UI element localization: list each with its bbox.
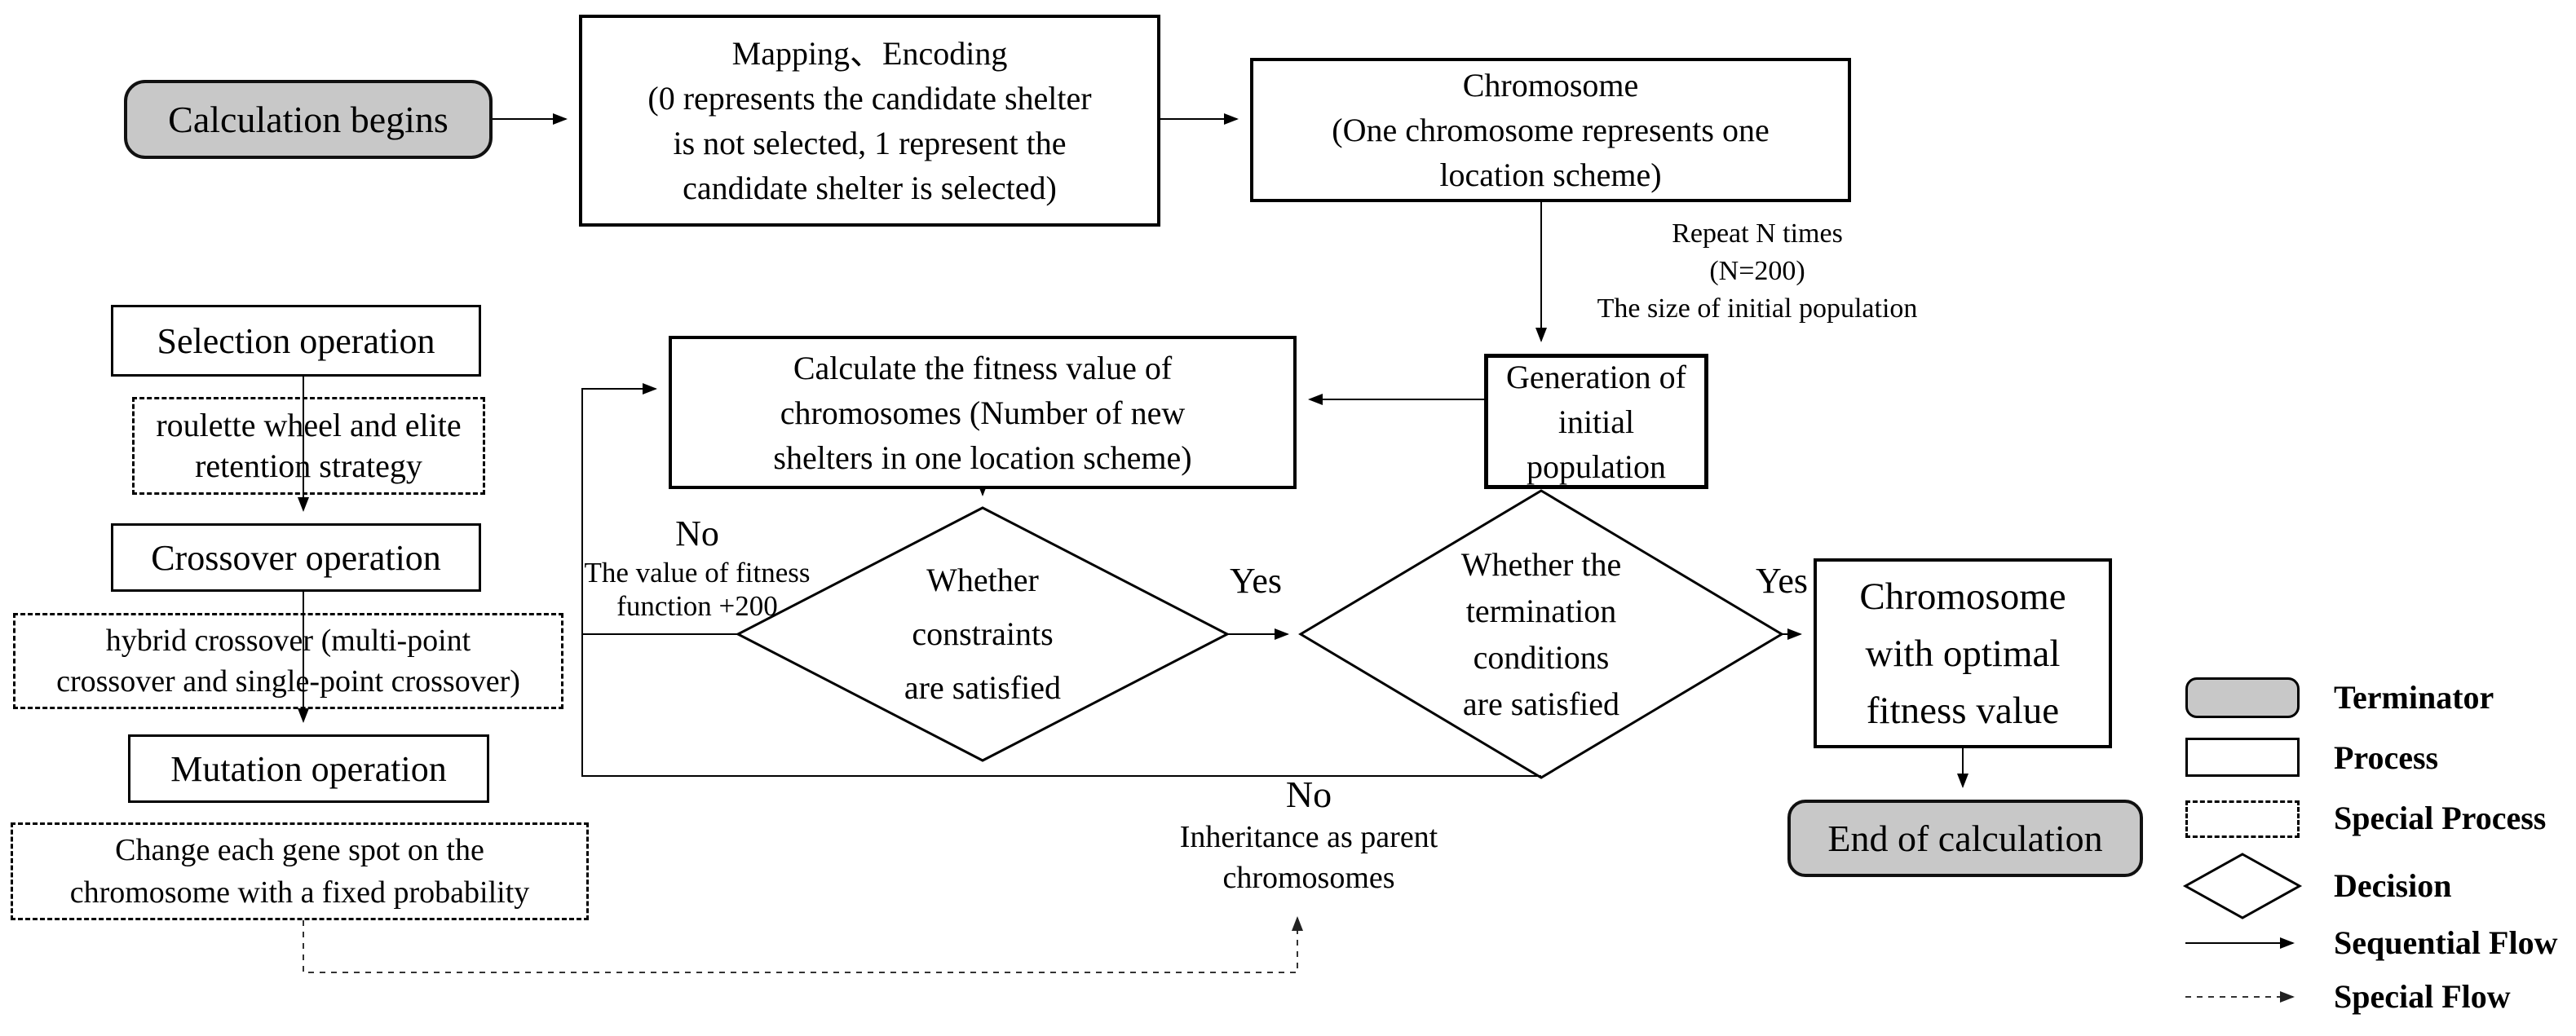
special-process-change-gene: Change each gene spot on the chromosome …	[11, 822, 589, 920]
constraints-line: constraints	[912, 615, 1054, 652]
process-mutation-operation: Mutation operation	[128, 734, 489, 803]
legend-decision-icon	[2182, 853, 2303, 919]
special-process-roulette: roulette wheel and elite retention strat…	[132, 397, 485, 495]
legend-special-process-icon	[2185, 800, 2300, 838]
generation-line: Generation of initial	[1505, 358, 1686, 440]
termination-line: are satisfied	[1462, 686, 1620, 722]
chromosome-line: (One chromosome represents one	[1332, 112, 1770, 148]
special-process-hybrid-crossover: hybrid crossover (multi-point crossover …	[13, 613, 563, 709]
no2-line: Inheritance as parent	[1179, 820, 1438, 854]
legend-text: Special Process	[2334, 800, 2547, 836]
no2-line: chromosomes	[1222, 861, 1395, 895]
label-no-termination: No Inheritance as parent chromosomes	[1158, 773, 1460, 898]
loop-termination-no-to-fitness	[581, 383, 1541, 777]
termination-line: Whether the	[1460, 546, 1622, 583]
terminator-end-label: End of calculation	[1827, 818, 2103, 859]
legend-text: Sequential Flow	[2334, 924, 2558, 961]
process-mapping-encoding: Mapping、Encoding (0 represents the candi…	[579, 15, 1160, 227]
optimal-line: Chromosome	[1859, 575, 2066, 618]
fitness-line: shelters in one location scheme)	[773, 439, 1192, 476]
legend-terminator-label: Terminator	[2334, 678, 2494, 717]
terminator-calculation-begins: Calculation begins	[124, 80, 493, 159]
selection-label: Selection operation	[157, 320, 435, 361]
change-gene-line: chromosome with a fixed probability	[69, 875, 530, 910]
optimal-line: fitness value	[1866, 689, 2060, 732]
fitness-line: Calculate the fitness value of	[793, 349, 1173, 386]
legend-special-flow-label: Special Flow	[2334, 977, 2511, 1016]
repeat-line: Repeat N times	[1672, 218, 1843, 249]
legend-text: Special Flow	[2334, 978, 2511, 1015]
fitness-line: chromosomes (Number of new	[780, 394, 1186, 431]
decision-constraints-text: Whether constraints are satisfied	[860, 553, 1105, 715]
chromosome-line: location scheme)	[1439, 157, 1662, 193]
yes1-word: Yes	[1229, 561, 1283, 601]
label-no-constraints: No The value of fitness function +200	[563, 512, 832, 623]
optimal-line: with optimal	[1865, 632, 2061, 675]
no1-line: function +200	[616, 590, 778, 622]
mutation-label: Mutation operation	[170, 748, 447, 789]
process-calculate-fitness: Calculate the fitness value of chromosom…	[669, 336, 1297, 489]
generation-line: population	[1526, 447, 1667, 485]
change-gene-line: Change each gene spot on the	[115, 833, 484, 867]
yes2-word: Yes	[1755, 561, 1809, 601]
legend-terminator-icon	[2185, 677, 2300, 718]
no1-word: No	[675, 514, 719, 553]
chromosome-line: Chromosome	[1462, 67, 1639, 104]
termination-line: conditions	[1473, 639, 1610, 676]
terminator-end-of-calculation: End of calculation	[1787, 800, 2143, 877]
mapping-line: Mapping、Encoding	[731, 35, 1008, 72]
annotation-repeat-n-times: Repeat N times (N=200) The size of initi…	[1553, 215, 1961, 328]
repeat-line: The size of initial population	[1597, 293, 1918, 324]
legend-text: Process	[2334, 739, 2439, 776]
repeat-line: (N=200)	[1709, 256, 1805, 286]
decision-termination-shape	[1298, 489, 1784, 779]
special-flow-change-to-inheritance	[303, 916, 1303, 973]
legend-text: Decision	[2334, 867, 2452, 904]
decision-termination-text: Whether the termination conditions are s…	[1419, 541, 1664, 727]
legend-process-label: Process	[2334, 738, 2438, 778]
mapping-line: (0 represents the candidate shelter	[647, 80, 1092, 117]
constraints-line: Whether	[926, 562, 1039, 598]
label-yes-constraints: Yes	[1207, 559, 1305, 603]
legend-special-process-label: Special Process	[2334, 799, 2546, 838]
process-generation-initial-population: Generation of initial population	[1484, 354, 1708, 489]
termination-line: termination	[1465, 593, 1617, 629]
legend-process-icon	[2185, 738, 2300, 777]
mapping-line: candidate shelter is selected)	[683, 170, 1057, 206]
legend-text: Terminator	[2334, 679, 2494, 716]
legend-sequential-flow-label: Sequential Flow	[2334, 924, 2557, 963]
process-selection-operation: Selection operation	[111, 305, 481, 377]
legend-decision-label: Decision	[2334, 866, 2451, 906]
no2-word: No	[1285, 774, 1332, 815]
constraints-line: are satisfied	[904, 669, 1062, 706]
hybrid-line: crossover and single-point crossover)	[56, 664, 520, 699]
mapping-line: is not selected, 1 represent the	[673, 125, 1067, 161]
decision-constraints-shape	[735, 506, 1231, 762]
roulette-line: roulette wheel and elite	[156, 407, 462, 443]
hybrid-line: hybrid crossover (multi-point	[105, 624, 471, 658]
label-yes-termination: Yes	[1733, 559, 1831, 603]
no1-line: The value of fitness	[584, 557, 811, 589]
process-chromosome: Chromosome (One chromosome represents on…	[1250, 58, 1851, 202]
crossover-label: Crossover operation	[151, 537, 441, 578]
terminator-calculation-begins-label: Calculation begins	[168, 99, 448, 140]
process-optimal-chromosome: Chromosome with optimal fitness value	[1814, 558, 2112, 748]
process-crossover-operation: Crossover operation	[111, 523, 481, 592]
roulette-line: retention strategy	[195, 447, 422, 484]
